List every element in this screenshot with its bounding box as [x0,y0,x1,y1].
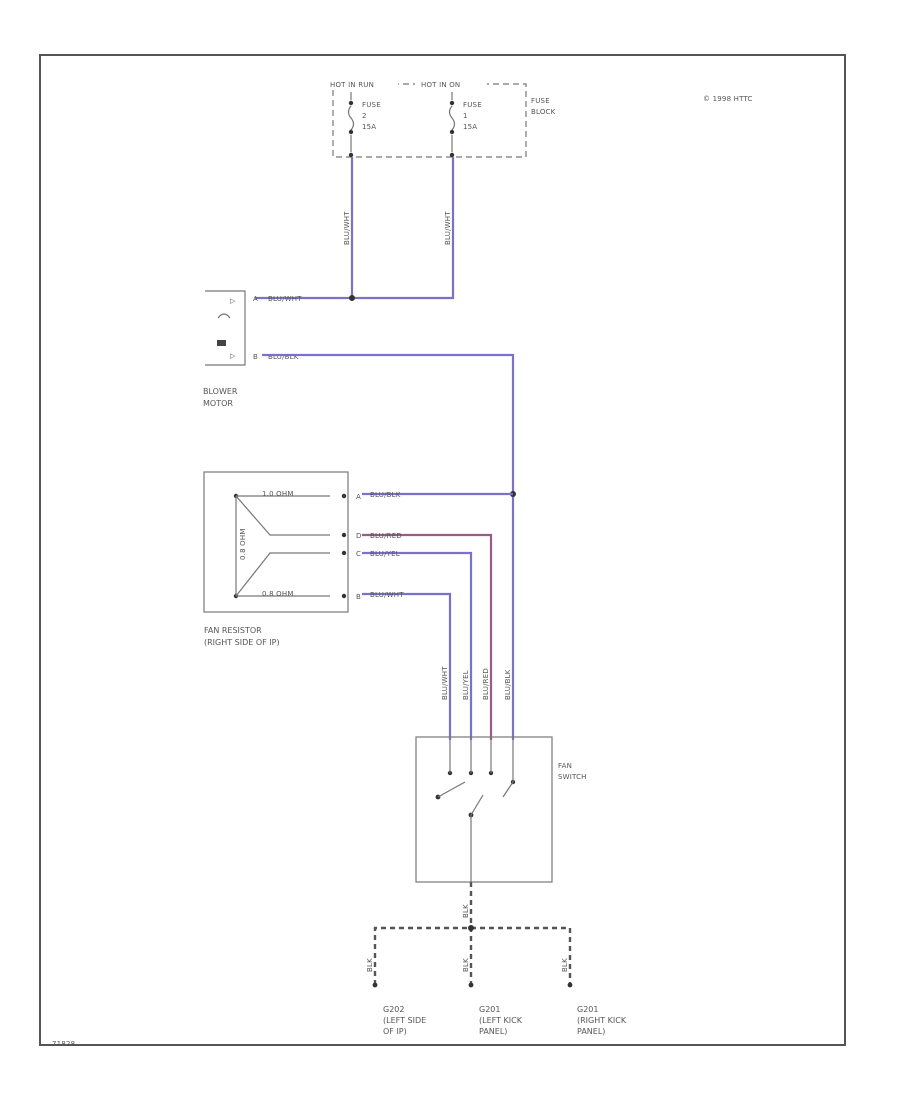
wire-label-gnd-right: BLK [561,958,569,972]
wire-label-sw-1: BLU/WHT [441,666,449,700]
resistor-pin-d: D [356,532,362,540]
fuse-1: FUSE 1 15A [448,92,482,158]
wire-resistor-b [362,592,452,740]
wire-fuse2-to-motor [255,157,354,300]
wire-label-res-1: BLU/BLK [370,491,401,499]
blower-motor-outline [205,290,246,366]
fuse-2-text-2: 2 [362,112,367,120]
wire-label-fuse-right: BLU/WHT [444,211,452,245]
resistor-pin-a: A [356,493,361,501]
resistor-value-2: 0.8 OHM [239,528,247,560]
fuse-1-text-1: FUSE [463,101,482,109]
fuse-feed-wires: BLU/WHT BLU/WHT [255,157,455,301]
wire-label-motor-bottom: BLU/BLK [268,353,299,361]
fuse-block-outline [332,83,527,158]
motor-symbol-arc [217,313,231,319]
wire-label-sw-ground: BLK [462,904,470,918]
blower-motor-label: BLOWER MOTOR [203,387,240,408]
fuse-block-header-right: HOT IN ON [421,81,460,89]
wire-label-res-2: BLU/RED [370,532,402,540]
wire-motor-b-to-switch [262,353,515,740]
ground-label-g201-left: G201 (LEFT KICK PANEL) [479,1005,525,1036]
fuse-block-header-left: HOT IN RUN [330,81,374,89]
motor-pin-b: B [253,353,258,361]
wire-label-sw-2: BLU/YEL [462,670,470,700]
fuse-2-text-1: FUSE [362,101,381,109]
fuse-1-text-3: 15A [463,123,477,131]
fan-resistor-outline [203,471,349,613]
resistor-pin-b: B [356,593,361,601]
splice-dot-motor [349,295,355,301]
fan-switch-outline [415,736,553,883]
motor-symbol-block [217,340,226,346]
wire-label-res-3: BLU/YEL [370,550,400,558]
diagram-frame [39,54,846,1046]
fuse-block-label: FUSE BLOCK [531,97,556,116]
wire-fuse1-to-splice [352,157,455,300]
motor-pin-a: A [253,295,258,303]
wire-label-sw-4: BLU/BLK [504,669,512,700]
blower-motor: ▷ ▷ A B BLOWER MOTOR [203,290,258,408]
wire-label-gnd-left: BLK [366,958,374,972]
fan-resistor: 1.0 OHM 0.8 OHM 0.8 OHM A D C B FAN RESI… [203,471,362,647]
resistor-value-1: 1.0 OHM [262,490,294,498]
fuse-1-text-2: 1 [463,112,468,120]
fuse-2: FUSE 2 15A [347,92,381,158]
resistor-value-3: 0.8 OHM [262,590,294,598]
resistor-pin-c: C [356,550,361,558]
fuse-2-text-3: 15A [362,123,376,131]
fan-switch: FAN SWITCH [415,736,587,883]
wire-label-gnd-mid: BLK [462,958,470,972]
ground-label-g201-right: G201 (RIGHT KICK PANEL) [577,1005,629,1036]
fan-resistor-label: FAN RESISTOR (RIGHT SIDE OF IP) [204,626,280,647]
copyright-text: © 1998 HTTC [703,95,753,103]
fan-switch-label: FAN SWITCH [558,762,587,781]
resistor-wires: BLU/BLK BLU/RED BLU/YEL BLU/WHT BLU/WHT … [362,491,513,740]
wire-label-fuse-left: BLU/WHT [343,211,351,245]
switch-contact-arm [437,781,466,798]
ground-wiring: BLK BLK BLK BLK G202 (LEFT SIDE OF IP) G… [366,882,629,1036]
wire-label-motor-top: BLU/WHT [268,295,302,303]
motor-pin-b-text: ▷ [230,352,236,360]
ground-bus [373,926,572,985]
wire-resistor-d [362,533,493,740]
wire-resistor-c [362,551,473,740]
corner-code: 71828 [52,1040,75,1048]
motor-pin-a-text: ▷ [230,297,236,305]
ground-label-g202: G202 (LEFT SIDE OF IP) [383,1005,429,1036]
fuse-block: HOT IN RUN HOT IN ON FUSE BLOCK FUSE 2 1… [326,79,556,158]
wire-label-res-4: BLU/WHT [370,591,404,599]
wire-label-sw-3: BLU/RED [482,668,490,700]
